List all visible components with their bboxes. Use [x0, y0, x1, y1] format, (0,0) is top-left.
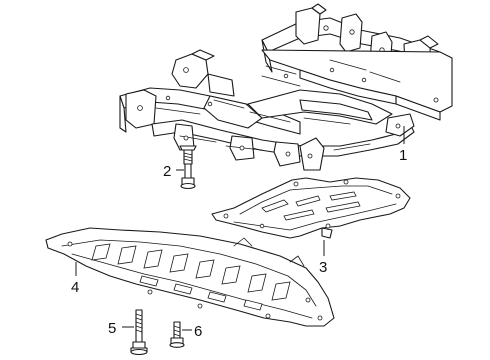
callout-2: 2 [163, 163, 184, 180]
callout-6: 6 [182, 323, 202, 340]
callout-3: 3 [319, 240, 327, 276]
callout-label-4: 4 [71, 279, 79, 296]
callout-1: 1 [399, 126, 407, 164]
callout-5: 5 [108, 320, 134, 337]
bolt-2 [179, 145, 197, 190]
skid-plate-shield [211, 177, 411, 239]
frame-assembly [119, 3, 453, 171]
bolt-5 [130, 309, 148, 356]
callout-label-5: 5 [108, 320, 116, 337]
callout-label-2: 2 [163, 163, 171, 180]
callout-4: 4 [71, 262, 79, 296]
callout-label-1: 1 [399, 147, 407, 164]
shield-slots [91, 243, 291, 311]
front-underbody-shield [45, 227, 335, 327]
callout-label-3: 3 [319, 259, 327, 276]
bolt-6 [169, 321, 185, 348]
callout-label-6: 6 [194, 323, 202, 340]
